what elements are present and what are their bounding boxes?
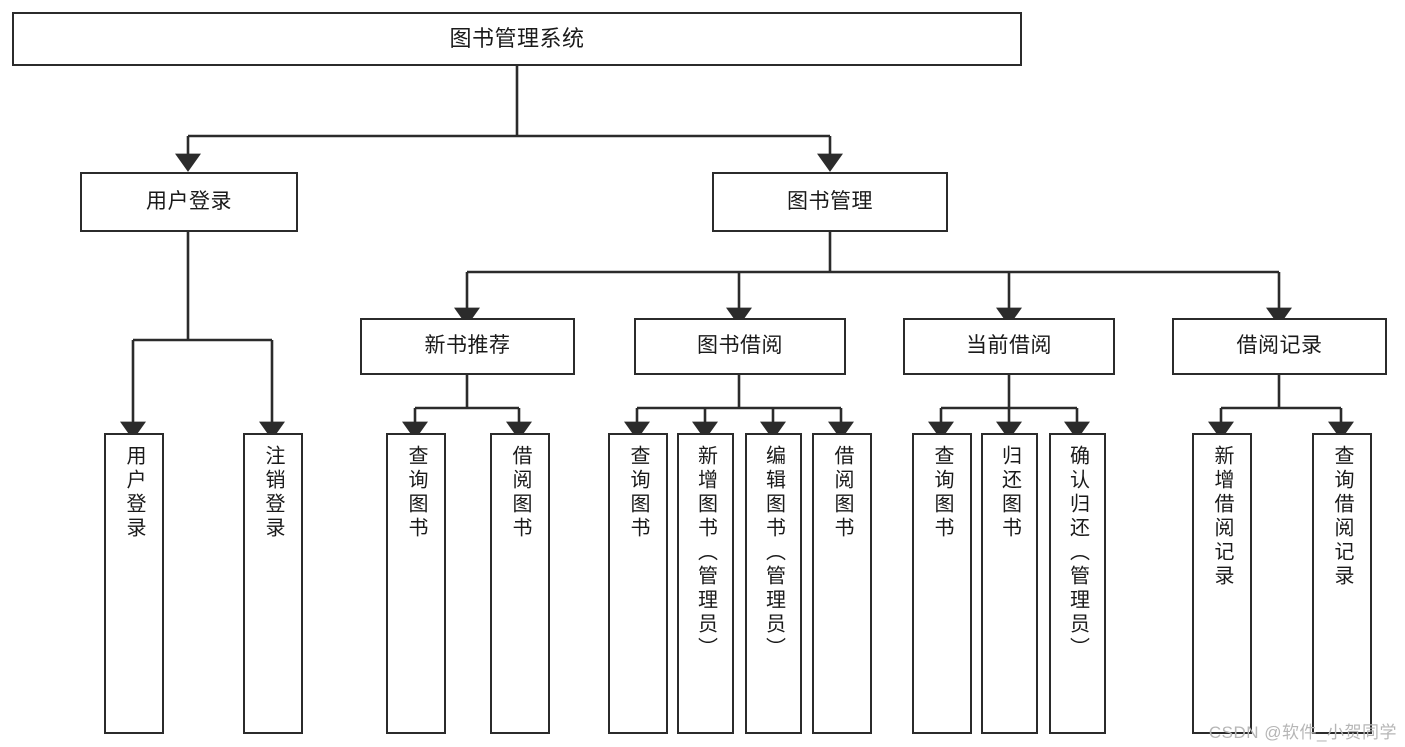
leaf-label: 查询图书 <box>627 445 649 541</box>
leaf-query-book-current[interactable]: 查询图书 <box>912 433 972 734</box>
leaf-label: 查询图书 <box>405 445 427 541</box>
node-book-borrow[interactable]: 图书借阅 <box>634 318 846 375</box>
leaf-label: 编辑图书（管理员） <box>762 445 785 661</box>
leaf-label: 注销登录 <box>262 445 284 541</box>
leaf-borrow-book[interactable]: 借阅图书 <box>812 433 872 734</box>
leaf-borrow-book-recommend[interactable]: 借阅图书 <box>490 433 550 734</box>
leaf-label: 归还图书 <box>998 445 1021 541</box>
node-new-book-recommend[interactable]: 新书推荐 <box>360 318 575 375</box>
node-book-manage[interactable]: 图书管理 <box>712 172 948 232</box>
leaf-label: 用户登录 <box>123 445 145 541</box>
leaf-label: 借阅图书 <box>509 445 531 541</box>
leaf-user-login[interactable]: 用户登录 <box>104 433 164 734</box>
leaf-query-book-recommend[interactable]: 查询图书 <box>386 433 446 734</box>
leaf-label: 新增借阅记录 <box>1211 445 1233 589</box>
node-current-borrow[interactable]: 当前借阅 <box>903 318 1115 375</box>
leaf-add-borrow-record[interactable]: 新增借阅记录 <box>1192 433 1252 734</box>
leaf-label: 查询图书 <box>931 445 953 541</box>
node-root-system[interactable]: 图书管理系统 <box>12 12 1022 66</box>
leaf-label: 新增图书（管理员） <box>694 445 717 661</box>
node-user-login[interactable]: 用户登录 <box>80 172 298 232</box>
leaf-label: 查询借阅记录 <box>1331 445 1353 589</box>
leaf-label: 借阅图书 <box>831 445 853 541</box>
csdn-watermark: CSDN @软件_小贺同学 <box>1208 723 1397 742</box>
leaf-edit-book-admin[interactable]: 编辑图书（管理员） <box>745 433 802 734</box>
leaf-return-book[interactable]: 归还图书 <box>981 433 1038 734</box>
leaf-confirm-return-admin[interactable]: 确认归还（管理员） <box>1049 433 1106 734</box>
leaf-query-borrow-record[interactable]: 查询借阅记录 <box>1312 433 1372 734</box>
node-borrow-record[interactable]: 借阅记录 <box>1172 318 1387 375</box>
leaf-logout-login[interactable]: 注销登录 <box>243 433 303 734</box>
leaf-label: 确认归还（管理员） <box>1066 445 1089 661</box>
leaf-add-book-admin[interactable]: 新增图书（管理员） <box>677 433 734 734</box>
leaf-query-book-borrow[interactable]: 查询图书 <box>608 433 668 734</box>
